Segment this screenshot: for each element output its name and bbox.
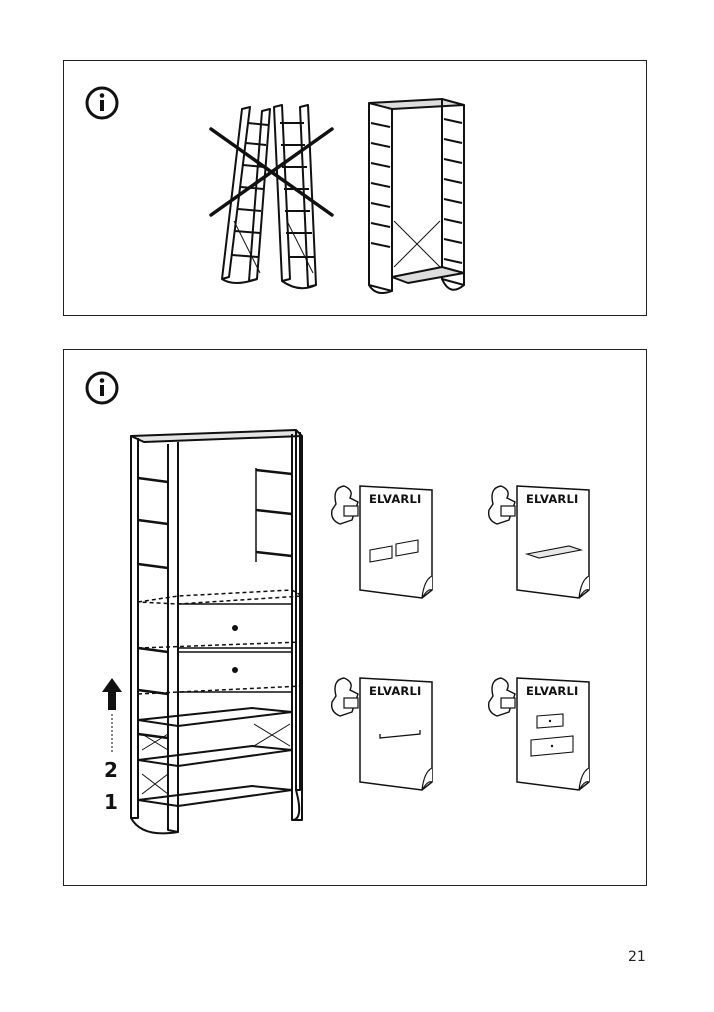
info-icon — [85, 371, 119, 405]
booklet-icon — [487, 485, 590, 599]
info-panel-bottom: 2 1 ELVARLI ELVARLI ELVARLI ELVARLI — [63, 349, 647, 886]
step-number: 1 — [104, 790, 118, 814]
booklet-icon — [487, 677, 590, 791]
up-arrow-icon — [102, 678, 122, 754]
booklet-title: ELVARLI — [526, 492, 579, 506]
info-icon — [85, 86, 119, 120]
info-panel-top — [63, 60, 647, 316]
booklet-title: ELVARLI — [369, 684, 422, 698]
booklet-title: ELVARLI — [526, 684, 579, 698]
shelf-unit-with-drawers-illustration — [102, 429, 305, 835]
booklet-icon — [330, 485, 433, 599]
ladder-frames-crossed-out-illustration — [209, 98, 465, 294]
page-number: 21 — [628, 949, 646, 965]
step-number: 2 — [104, 758, 118, 782]
booklet-title: ELVARLI — [369, 492, 422, 506]
booklet-icon — [330, 677, 433, 791]
